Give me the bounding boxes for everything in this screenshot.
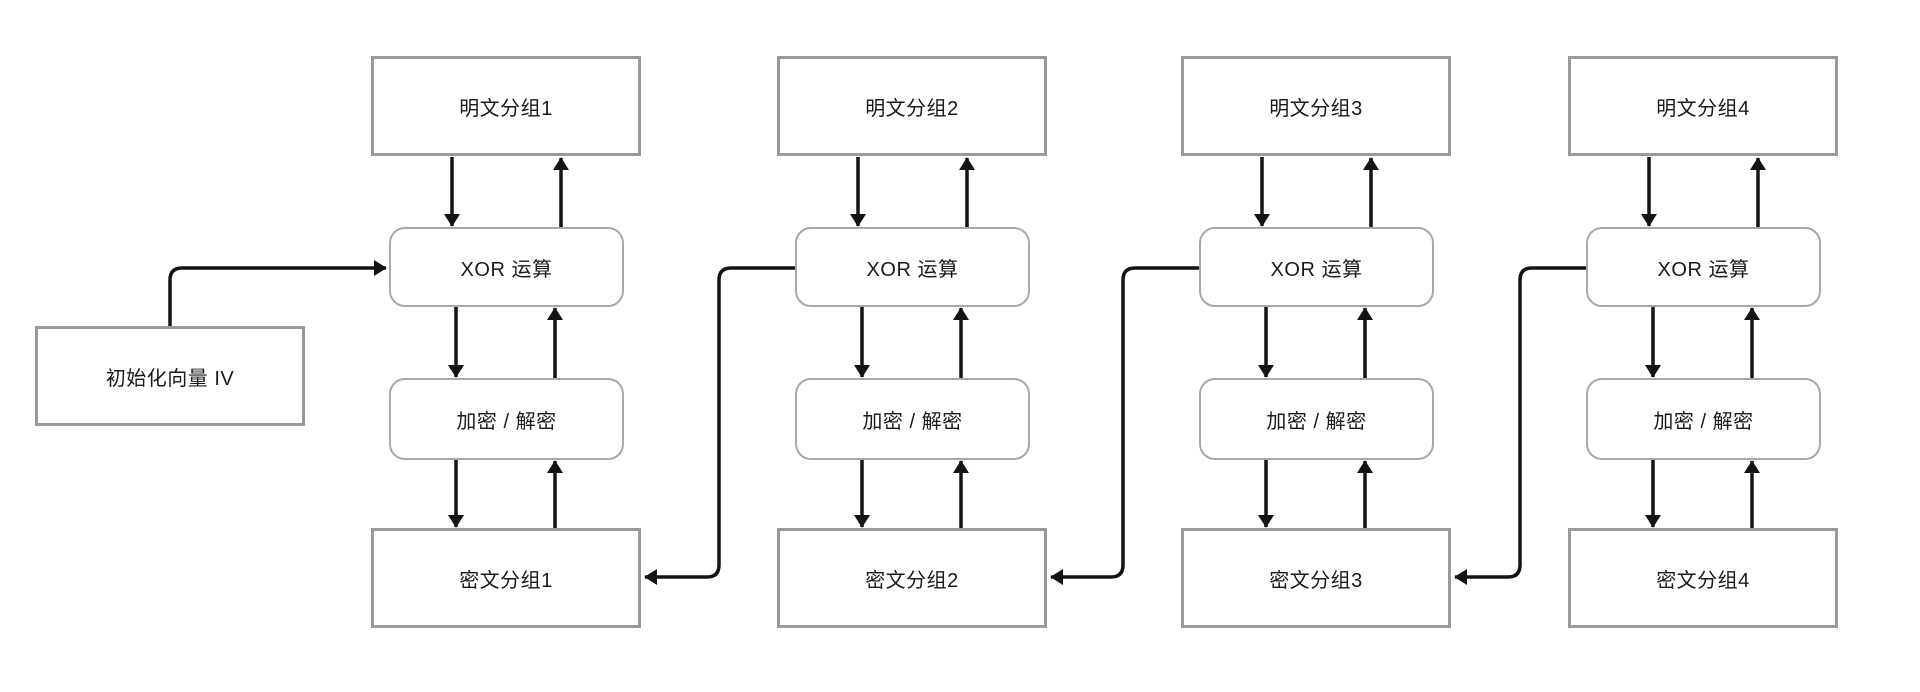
arrow-xor3-to-cipher2-chain	[1050, 266, 1199, 586]
plaintext-block-2-label: 明文分组2	[865, 97, 959, 120]
ciphertext-block-1-label: 密文分组1	[459, 569, 553, 592]
plaintext-block-4-label: 明文分组4	[1656, 97, 1750, 120]
xor-box-4: XOR 运算	[1586, 227, 1821, 307]
plaintext-block-1-label: 明文分组1	[459, 97, 553, 120]
plaintext-block-3-box: 明文分组3	[1181, 56, 1451, 156]
ciphertext-block-4-label: 密文分组4	[1656, 569, 1750, 592]
xor-label-1: XOR 运算	[460, 258, 553, 281]
iv-box: 初始化向量 IV	[35, 326, 305, 426]
encrypt-decrypt-label-3: 加密 / 解密	[1266, 410, 1367, 433]
xor-label-2: XOR 运算	[866, 258, 959, 281]
ciphertext-block-4-box: 密文分组4	[1568, 528, 1838, 628]
ciphertext-block-3-label: 密文分组3	[1269, 569, 1363, 592]
ciphertext-block-2-label: 密文分组2	[865, 569, 959, 592]
iv-label: 初始化向量 IV	[105, 367, 235, 390]
xor-box-3: XOR 运算	[1199, 227, 1434, 307]
encrypt-decrypt-box-4: 加密 / 解密	[1586, 378, 1821, 460]
arrow-xor4-to-cipher3-chain	[1454, 266, 1586, 586]
ciphertext-block-3-box: 密文分组3	[1181, 528, 1451, 628]
arrow-xor2-to-cipher1-chain	[644, 266, 795, 586]
encrypt-decrypt-box-1: 加密 / 解密	[389, 378, 624, 460]
encrypt-decrypt-box-3: 加密 / 解密	[1199, 378, 1434, 460]
encrypt-decrypt-box-2: 加密 / 解密	[795, 378, 1030, 460]
xor-label-3: XOR 运算	[1270, 258, 1363, 281]
xor-box-1: XOR 运算	[389, 227, 624, 307]
encrypt-decrypt-label-1: 加密 / 解密	[456, 410, 557, 433]
ciphertext-block-2-box: 密文分组2	[777, 528, 1047, 628]
plaintext-block-2-box: 明文分组2	[777, 56, 1047, 156]
encrypt-decrypt-label-2: 加密 / 解密	[862, 410, 963, 433]
plaintext-block-3-label: 明文分组3	[1269, 97, 1363, 120]
ciphertext-block-1-box: 密文分组1	[371, 528, 641, 628]
xor-label-4: XOR 运算	[1657, 258, 1750, 281]
plaintext-block-1-box: 明文分组1	[371, 56, 641, 156]
encrypt-decrypt-label-4: 加密 / 解密	[1653, 410, 1754, 433]
arrow-iv-to-xor1	[168, 259, 387, 326]
plaintext-block-4-box: 明文分组4	[1568, 56, 1838, 156]
xor-box-2: XOR 运算	[795, 227, 1030, 307]
